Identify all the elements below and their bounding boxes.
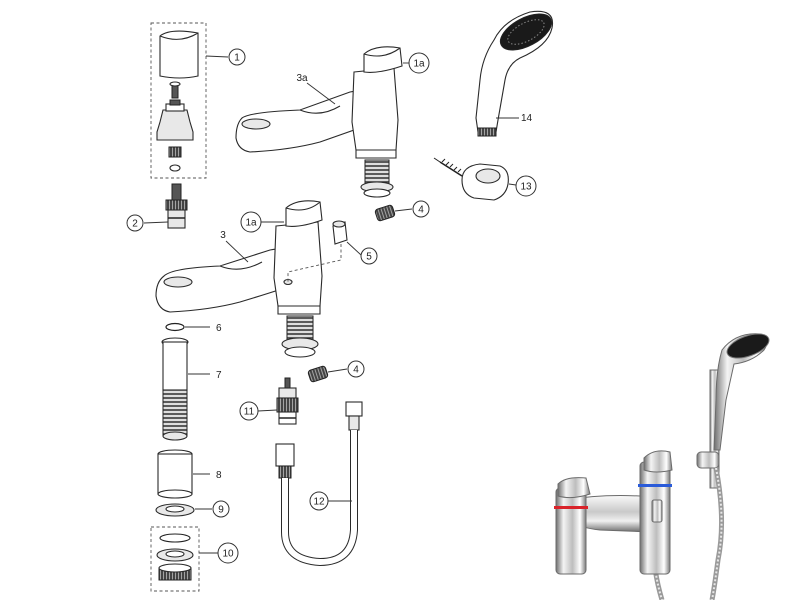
diverter-dashed-guide: [287, 244, 342, 282]
callout-4-top-label: 4: [418, 205, 424, 216]
tap-pillar-3: [273, 221, 323, 307]
photo-handset: [713, 333, 768, 451]
label-3a: 3a: [296, 73, 308, 84]
wall-screw: [439, 161, 463, 177]
handset-spray-face: [499, 13, 553, 51]
shank-thread: [162, 389, 188, 437]
callout-9: 9: [212, 500, 230, 518]
cartridge-body: [156, 109, 194, 141]
nut-part-4-top: [374, 204, 396, 222]
photo-spray-face: [726, 333, 770, 359]
hot-indicator: [554, 506, 588, 509]
shank-upper: [162, 341, 188, 391]
backnut-group-part-10: [150, 526, 200, 592]
shower-handset-part-14: [475, 10, 554, 137]
nut-part-4-bottom: [307, 365, 329, 383]
cartridge-valve-body: [167, 209, 186, 229]
callout-4-bottom: 4: [347, 360, 365, 378]
callout-11-label: 11: [244, 407, 255, 418]
callout-1-label: 1: [234, 53, 240, 64]
cartridge-assembly-part-1: [150, 22, 207, 179]
callout-13-label: 13: [520, 182, 532, 193]
callout-5: 5: [360, 247, 378, 265]
sleeve-part-8: [157, 449, 193, 499]
label-7: 7: [216, 370, 222, 381]
callout-11: 11: [239, 401, 259, 421]
hose-top-nut: [345, 401, 363, 417]
callout-1a-top: 1a: [408, 52, 430, 74]
label-8: 8: [216, 470, 222, 481]
callout-12-label: 12: [313, 497, 325, 508]
extension-shank-part-7: [161, 337, 189, 441]
photo-left-pillar: [555, 487, 587, 575]
tap-pillar-3a: [351, 67, 399, 151]
callout-1a-mid: 1a: [240, 211, 262, 233]
photo-left-lever: [557, 477, 591, 499]
small-washer: [169, 164, 181, 172]
spout-3: [155, 248, 303, 313]
label-6: 6: [216, 323, 222, 334]
diverter-cartridge-part-11: [276, 377, 299, 425]
label-14: 14: [521, 113, 533, 124]
callout-12: 12: [309, 491, 329, 511]
cold-indicator: [638, 484, 672, 487]
tap-body-part-3: [155, 200, 323, 358]
diverter-knob-part-5: [287, 220, 348, 282]
callout-2-label: 2: [132, 219, 138, 230]
washer-part-9: [155, 503, 195, 517]
o-ring-part-6: [165, 322, 185, 332]
lever-cap: [159, 30, 199, 79]
callout-10: 10: [217, 542, 239, 564]
part-10-dashed-group-box: [150, 526, 200, 592]
shower-hose-part-12: [275, 401, 363, 567]
sleeve-body: [157, 453, 193, 495]
slide-bracket: [696, 451, 720, 469]
small-nut: [168, 146, 182, 158]
valve-cartridge-part-2: [165, 183, 188, 229]
callout-1: 1: [228, 48, 246, 66]
tap-body-part-3a: [235, 46, 403, 198]
callout-13: 13: [515, 175, 537, 197]
spout-3a: [235, 90, 383, 153]
callout-5-label: 5: [366, 252, 372, 263]
callout-1a-top-label: 1a: [413, 59, 425, 70]
callout-4-top: 4: [412, 200, 430, 218]
photo-right-lever: [643, 450, 673, 473]
part-1-dashed-group-box: [150, 22, 207, 179]
product-photo-assembled: [554, 333, 770, 601]
label-3: 3: [220, 230, 226, 241]
callout-9-label: 9: [218, 505, 224, 516]
callout-4-bottom-label: 4: [353, 365, 359, 376]
photo-diverter: [651, 499, 663, 523]
callout-10-label: 10: [222, 549, 234, 560]
wall-bracket-part-13: [433, 157, 509, 201]
hose-cone-nut: [275, 443, 295, 467]
callout-1a-mid-label: 1a: [245, 218, 257, 229]
callout-2: 2: [126, 214, 144, 232]
